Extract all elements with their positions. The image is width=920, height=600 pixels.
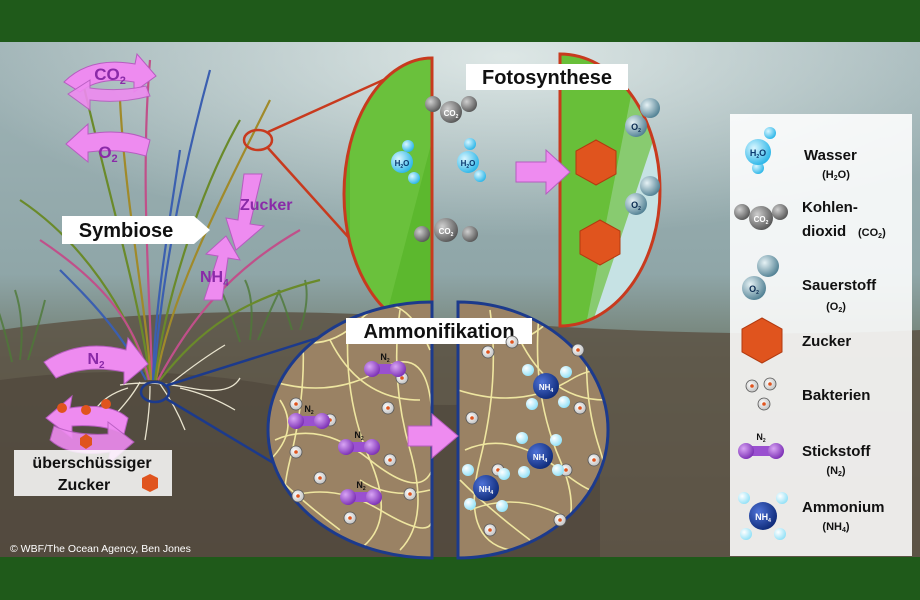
svg-text:O2: O2	[631, 122, 641, 134]
nitrogen-molecule: N2	[340, 480, 382, 505]
svg-text:NH4: NH4	[200, 269, 229, 289]
image-credit: © WBF/The Ocean Agency, Ben Jones	[10, 543, 191, 555]
svg-text:Ammonium: Ammonium	[802, 499, 885, 516]
svg-text:CO2: CO2	[754, 215, 769, 226]
legend-item-ammonium: NH4 Ammonium (NH4)	[738, 492, 885, 540]
co2-uptake-arrow: CO2	[63, 52, 157, 111]
sugar-hexagon	[579, 219, 621, 266]
svg-text:N2: N2	[756, 432, 766, 444]
water-molecule: H2O	[457, 138, 486, 182]
nitrogen-molecule: N2	[338, 430, 380, 455]
svg-text:(O2): (O2)	[826, 301, 846, 314]
svg-text:Bakterien: Bakterien	[802, 387, 870, 404]
svg-text:überschüssiger: überschüssiger	[32, 455, 151, 472]
photosynthesis-title: Fotosynthese	[482, 67, 612, 89]
legend-item-oxygen: O2 Sauerstoff (O2)	[742, 255, 877, 314]
svg-text:Symbiose: Symbiose	[79, 220, 173, 242]
svg-text:CO2: CO2	[94, 65, 126, 87]
plant-roots	[94, 344, 241, 441]
svg-text:H2O: H2O	[461, 159, 476, 170]
photosynthesis-title-bg	[466, 64, 628, 90]
svg-text:H2O: H2O	[750, 148, 766, 160]
svg-text:(H2O): (H2O)	[822, 169, 850, 182]
svg-text:NH4: NH4	[755, 512, 771, 524]
sugar-transport-label: Zucker	[240, 197, 292, 214]
svg-text:N2: N2	[87, 351, 105, 371]
svg-text:NH4: NH4	[533, 453, 548, 464]
svg-text:Sauerstoff: Sauerstoff	[802, 277, 877, 294]
svg-text:(CO2): (CO2)	[858, 227, 886, 240]
leaf-zoom-marker	[242, 128, 274, 152]
oxygen-molecule: O2	[625, 98, 660, 137]
excess-sugar-label: überschüssiger Zucker	[14, 450, 172, 496]
nitrogen-fixation-arrow: N2	[43, 336, 149, 386]
svg-text:NH4: NH4	[539, 383, 554, 394]
svg-text:dioxid: dioxid	[802, 223, 846, 240]
svg-text:H2O: H2O	[395, 159, 410, 170]
ammonification-right-half	[456, 300, 610, 560]
legend-item-nitrogen: N2 Stickstoff (N2)	[738, 432, 871, 478]
legend-item-bacteria: Bakterien	[745, 377, 870, 411]
svg-text:N2: N2	[380, 352, 390, 364]
svg-text:O2: O2	[749, 284, 759, 296]
svg-text:(N2): (N2)	[826, 465, 846, 478]
svg-text:O2: O2	[631, 200, 641, 212]
root-zoom-marker	[139, 380, 171, 404]
nitrogen-molecule: N2	[364, 352, 406, 377]
photosynthesis-process-arrow	[515, 148, 571, 196]
photosynthesis-panel: Fotosynthese CO2 CO2 H2O H2O	[342, 52, 662, 332]
ammonification-left-half	[266, 300, 434, 560]
co2-molecule: CO2	[425, 96, 477, 123]
ammonification-process-arrow	[407, 412, 459, 460]
legend-item-sugar: Zucker	[741, 317, 851, 364]
svg-text:Stickstoff: Stickstoff	[802, 443, 871, 460]
water-molecule: H2O	[391, 140, 420, 184]
svg-text:Wasser: Wasser	[804, 147, 857, 164]
svg-text:N2: N2	[354, 430, 364, 442]
svg-text:O2: O2	[98, 143, 117, 165]
ammonification-title: Ammonifikation	[363, 321, 514, 343]
svg-text:N2: N2	[304, 404, 314, 416]
svg-text:CO2: CO2	[439, 227, 454, 238]
nitrogen-molecule: N2	[288, 404, 330, 429]
ammonification-title-bg	[346, 318, 532, 344]
oxygen-molecule: O2	[625, 176, 660, 215]
symbiosis-label: Symbiose	[62, 216, 210, 244]
ammonium-molecule: NH4	[522, 364, 572, 410]
o2-release-arrow: O2	[65, 122, 151, 165]
legend-item-water: H2O Wasser (H2O)	[745, 127, 857, 182]
svg-text:NH4: NH4	[479, 485, 494, 496]
ammonium-molecule: NH4	[462, 464, 510, 512]
ammonium-molecule: NH4	[516, 432, 564, 478]
co2-molecule: CO2	[414, 218, 478, 242]
legend: H2O Wasser (H2O) CO2 Kohlen- dioxid (CO2…	[730, 114, 912, 556]
svg-text:N2: N2	[356, 480, 366, 492]
svg-text:Zucker: Zucker	[802, 333, 851, 350]
ammonium-uptake-arrow: NH4	[200, 235, 241, 301]
legend-item-carbon-dioxide: CO2 Kohlen- dioxid (CO2)	[734, 199, 886, 240]
bottom-frame-bar	[0, 557, 920, 600]
top-frame-bar	[0, 0, 920, 42]
svg-text:CO2: CO2	[444, 109, 459, 120]
svg-text:(NH4): (NH4)	[822, 521, 849, 534]
sugar-hexagon	[575, 139, 617, 186]
svg-text:Zucker: Zucker	[58, 477, 110, 494]
svg-text:Kohlen-: Kohlen-	[802, 199, 858, 216]
sugar-transport-arrow: Zucker	[225, 173, 292, 251]
